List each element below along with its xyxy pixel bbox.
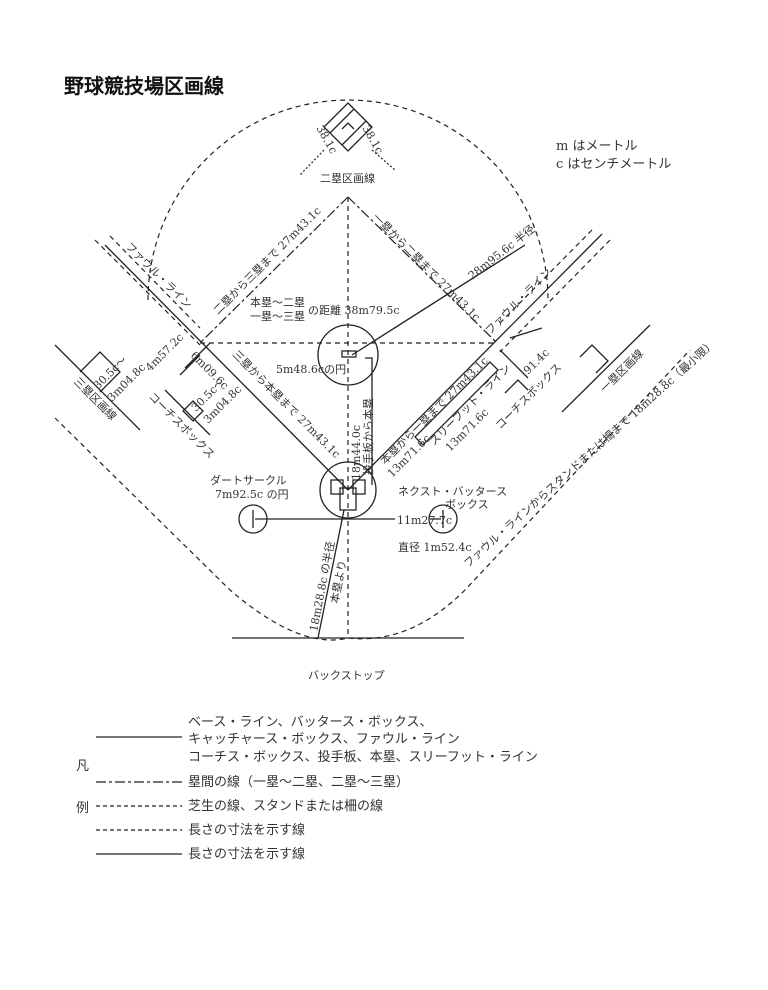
legend: 凡 例 ベース・ライン、バッタース・ボックス、 キャッチャース・ボックス、ファウ… [76, 715, 538, 862]
dirt-circle-label: 7m92.5c の円 [215, 488, 289, 501]
next-batter-label: ネクスト・バッタース [398, 485, 507, 498]
dist-label: 本塁～二塁 [250, 295, 305, 309]
legend-text: キャッチャース・ボックス、ファウル・ライン [188, 732, 460, 747]
dirt-circle [319, 461, 377, 519]
unit-c: c はセンチメートル [556, 157, 671, 172]
dim-label: 投手板から本塁 [361, 398, 375, 475]
radius-label: 28m95.6c 半径 [465, 222, 537, 283]
pitcher-circle [317, 324, 379, 386]
dim-label: 38.1c [359, 123, 386, 156]
dirt-circle-label: ダートサークル [210, 473, 287, 487]
legend-text: 塁間の線（一塁～二塁、二塁～三塁） [188, 774, 409, 790]
next-batter-circle-right [428, 504, 458, 534]
dim-label: 4m57.2c [143, 331, 186, 374]
foul-line-right [347, 233, 603, 491]
dim-label: 18m44.0c [350, 425, 363, 480]
diameter-label: 直径 1m52.4c [398, 540, 472, 554]
legend-text: 芝生の線、スタンドまたは柵の線 [188, 798, 383, 814]
foul-line-label: ファウル・ライン [483, 266, 554, 337]
foul-line-left [104, 244, 349, 491]
pitcher-circle-label: 5m48.6cの円 [276, 363, 346, 376]
baseline-second-third [199, 196, 349, 344]
unit-m: m はメートル [556, 139, 637, 154]
legend-text: コーチス・ボックス、投手板、本塁、スリーフット・ライン [188, 749, 538, 765]
next-batter-label: ボックス [445, 498, 489, 511]
pitcher-plate [341, 350, 357, 358]
second-base-area: 二塁区画線 38.1c 38.1c [299, 102, 396, 185]
legend-text: 長さの寸法を示す線 [188, 822, 305, 838]
legend-heading: 例 [76, 801, 89, 816]
legend-text: 長さの寸法を示す線 [188, 846, 305, 862]
foul-line-label: ファウル・ライン [123, 240, 194, 311]
baseline-first-second [347, 196, 498, 344]
dist-label: 一塁～三塁 [250, 310, 305, 323]
legend-text: ベース・ライン、バッタース・ボックス、 [188, 715, 433, 730]
dim-label: 11m27.7c [397, 514, 452, 527]
second-base-area-label: 二塁区画線 [320, 171, 375, 185]
stand-line [54, 349, 691, 641]
page-title: 野球競技場区画線 [64, 74, 224, 98]
dist-value: の距離 38m79.5c [308, 303, 400, 317]
backstop-label: バックストップ [308, 669, 385, 682]
legend-heading: 凡 [76, 759, 89, 774]
